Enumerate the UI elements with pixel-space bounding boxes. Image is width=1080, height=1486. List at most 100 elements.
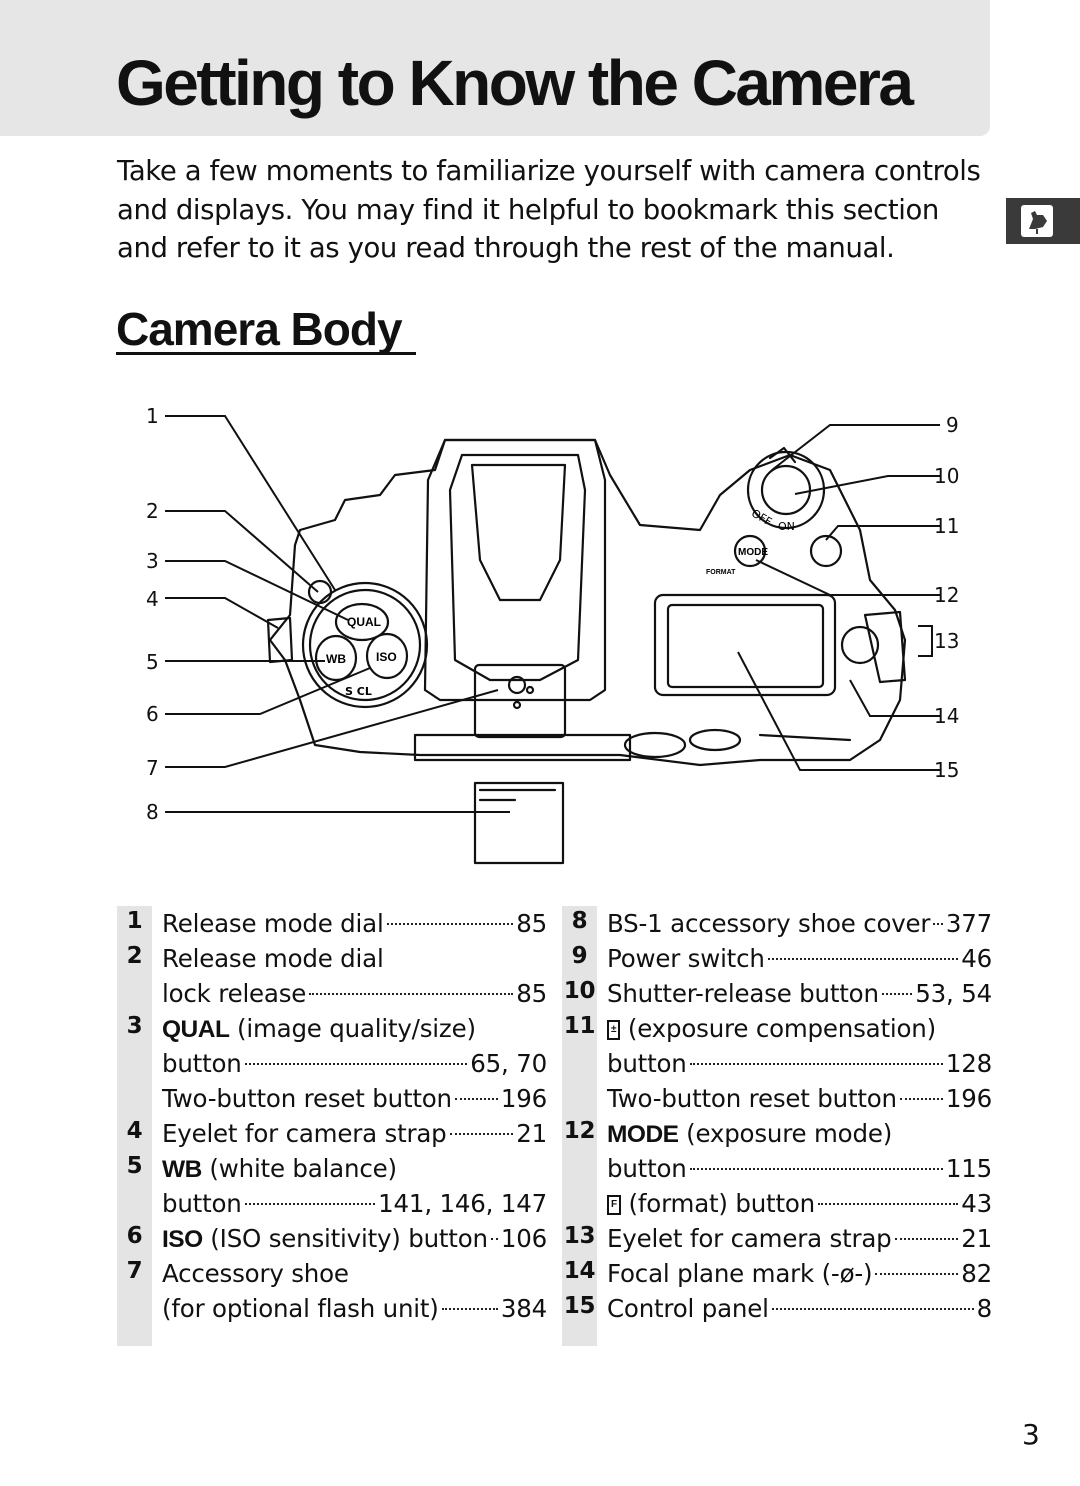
page-reference: 53, 54 xyxy=(915,979,992,1008)
legend-text: Control panel xyxy=(607,1294,769,1323)
page-reference: 46 xyxy=(961,944,992,973)
callout-number: 12 xyxy=(934,583,959,607)
section-underline xyxy=(116,352,416,355)
page-reference: 85 xyxy=(516,979,547,1008)
page-reference: 196 xyxy=(500,1084,547,1113)
leader-dots xyxy=(899,1098,943,1100)
callout-number: 5 xyxy=(146,650,159,674)
wb-button-label: WB xyxy=(326,652,346,666)
callout-number: 8 xyxy=(146,800,159,824)
qual-button-label: QUAL xyxy=(347,615,381,629)
legend-entry: 9 Power switch 46 xyxy=(562,941,993,976)
leader-dots xyxy=(933,923,943,925)
pentaprism xyxy=(423,438,607,702)
legend-line: WB (white balance) xyxy=(162,1151,547,1186)
page-reference: 8 xyxy=(976,1294,993,1323)
callout-number: 4 xyxy=(146,587,159,611)
legend-text: Accessory shoe xyxy=(162,1259,349,1288)
leader-dots xyxy=(771,1308,974,1310)
page-reference: 384 xyxy=(500,1294,547,1323)
legend-number: 1 xyxy=(126,908,143,934)
legend-number: 7 xyxy=(126,1258,143,1284)
legend-number: 10 xyxy=(563,978,596,1004)
intro-paragraph: Take a few moments to familiarize yourse… xyxy=(117,155,981,264)
number-column xyxy=(117,906,152,1346)
legend-number: 14 xyxy=(563,1258,596,1284)
legend-number: 4 xyxy=(126,1118,143,1144)
legend-text: QUAL (image quality/size) xyxy=(162,1014,476,1043)
legend-text: button xyxy=(607,1154,687,1183)
legend-text: Two-button reset button xyxy=(607,1084,897,1113)
legend-line: lock release 85 xyxy=(162,976,547,1011)
legend-entry: 15 Control panel 8 xyxy=(562,1291,993,1326)
exposure-compensation-icon: ± xyxy=(607,1020,621,1040)
leader-dots xyxy=(689,1063,943,1065)
callout-number: 11 xyxy=(934,514,959,538)
legend-number: 2 xyxy=(126,943,143,969)
legend-line: Two-button reset button 196 xyxy=(162,1081,547,1116)
callout-lines xyxy=(165,415,940,813)
legend-text: Two-button reset button xyxy=(162,1084,452,1113)
button-key-label: QUAL xyxy=(162,1016,230,1043)
page-reference: 65, 70 xyxy=(470,1049,547,1078)
leader-dots xyxy=(441,1308,498,1310)
legend-number: 3 xyxy=(126,1013,143,1039)
legend-text: BS-1 accessory shoe cover xyxy=(607,909,931,938)
legend-text: button xyxy=(162,1189,242,1218)
legend-line: ± (exposure compensation) xyxy=(607,1011,992,1046)
leader-dots xyxy=(881,993,913,995)
legend-text: Power switch xyxy=(607,944,765,973)
legend-text: lock release xyxy=(162,979,307,1008)
leader-dots xyxy=(244,1203,376,1205)
leader-dots xyxy=(454,1098,498,1100)
legend-text: ISO (ISO sensitivity) button xyxy=(162,1224,488,1253)
format-label: FORMAT xyxy=(706,569,736,576)
legend-number: 9 xyxy=(571,943,588,969)
callout-number: 15 xyxy=(934,758,959,782)
legend-line: (for optional flash unit) 384 xyxy=(162,1291,547,1326)
svg-text:S CL: S CL xyxy=(345,685,372,698)
camera-body-diagram: S CL QUAL WB ISO MODE FORMAT OFF ON 1 2 … xyxy=(146,404,959,865)
page-title: Getting to Know the Camera xyxy=(116,47,914,119)
legend-entry: 7 Accessory shoe (for optional flash unit)… xyxy=(117,1256,548,1326)
callout-number: 6 xyxy=(146,702,159,726)
leader-dots xyxy=(767,958,959,960)
leader-dots xyxy=(244,1063,468,1065)
legend-text: (for optional flash unit) xyxy=(162,1294,439,1323)
legend-line: Accessory shoe xyxy=(162,1256,547,1291)
on-label: ON xyxy=(778,520,795,533)
page-reference: 106 xyxy=(500,1224,547,1253)
legend-text: F (format) button xyxy=(607,1186,815,1221)
section-title: Camera Body xyxy=(116,303,403,355)
page-reference: 85 xyxy=(516,909,547,938)
page-reference: 82 xyxy=(961,1259,992,1288)
legend-text: WB (white balance) xyxy=(162,1154,397,1183)
leader-dots xyxy=(817,1203,959,1205)
legend-number: 12 xyxy=(563,1118,596,1144)
button-key-label: ISO xyxy=(162,1226,203,1253)
legend-line: ISO (ISO sensitivity) button 106 xyxy=(162,1221,547,1256)
chapter-tab xyxy=(1006,198,1080,244)
legend-line: Control panel 8 xyxy=(607,1291,992,1326)
rooster-icon xyxy=(1021,205,1053,237)
legend-number: 15 xyxy=(563,1293,596,1319)
page-reference: 196 xyxy=(945,1084,992,1113)
legend-text: Eyelet for camera strap xyxy=(607,1224,892,1253)
leader-dots xyxy=(689,1168,943,1170)
legend-text: Focal plane mark (-ø-) xyxy=(607,1259,873,1288)
callout-number: 14 xyxy=(934,704,959,728)
